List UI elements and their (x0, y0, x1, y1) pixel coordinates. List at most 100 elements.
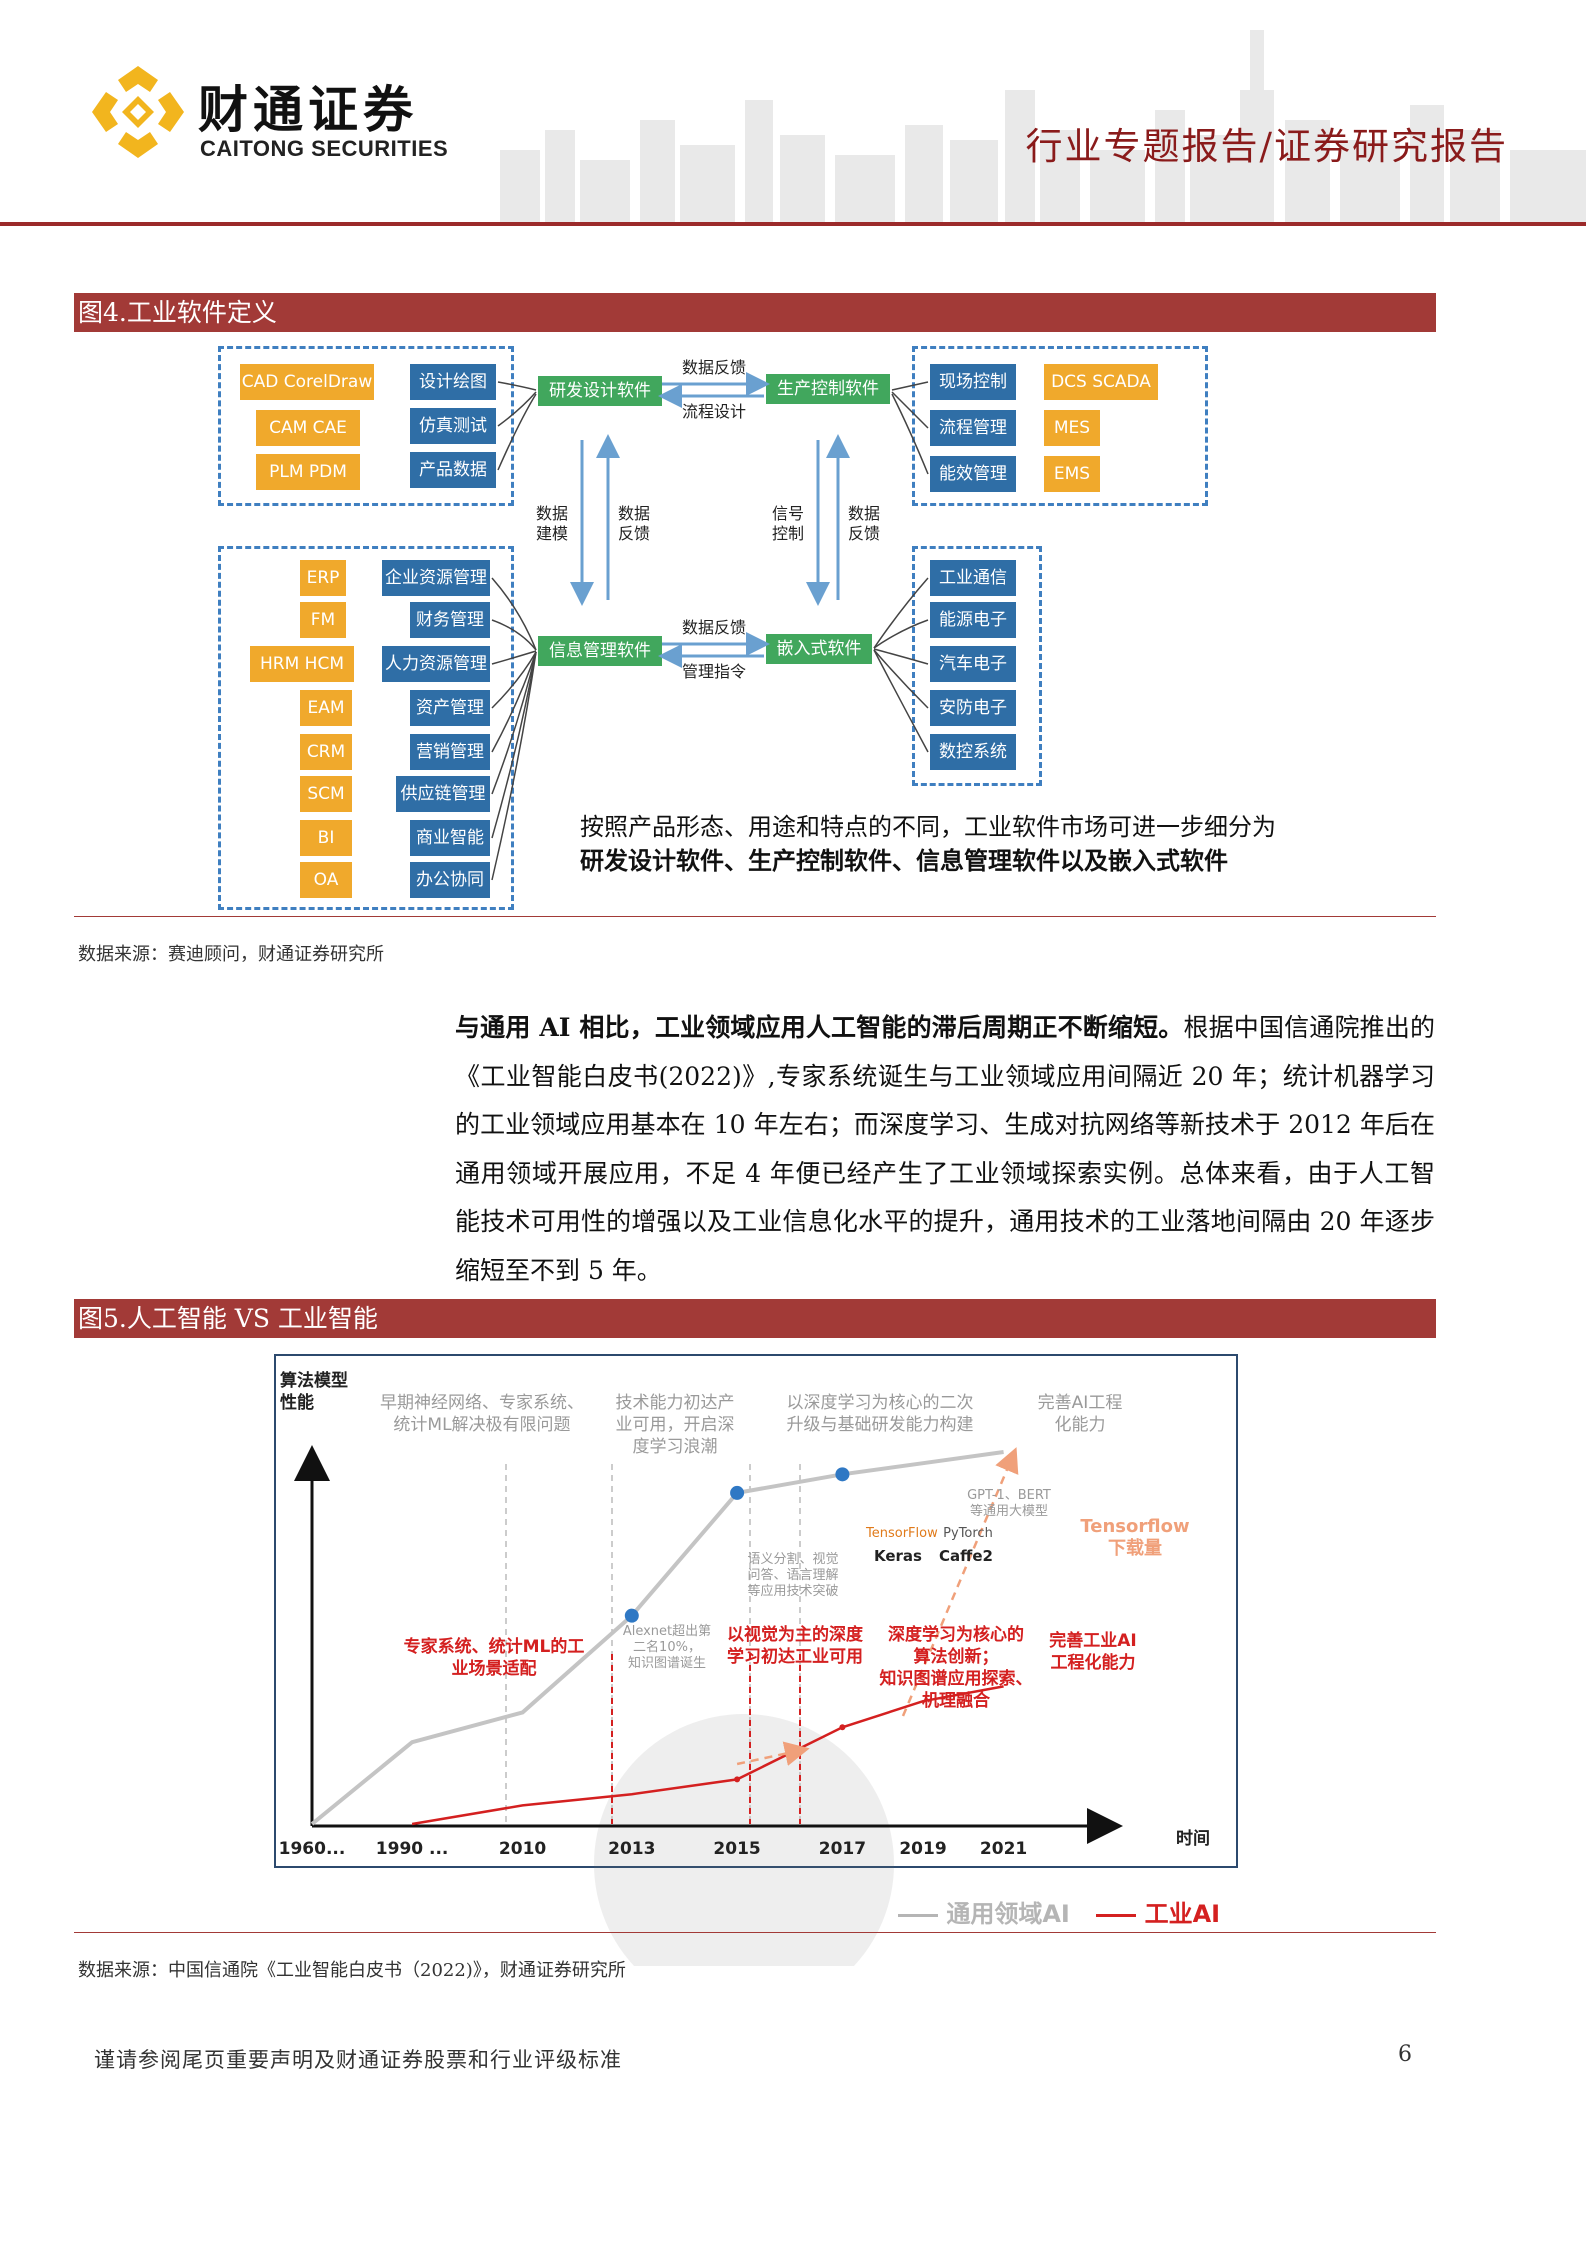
em-function-box: 安防电子 (930, 690, 1016, 726)
framework-label: PyTorch (943, 1526, 993, 1541)
em-function-box: 数控系统 (930, 734, 1016, 770)
im-function-box: 办公协同 (410, 862, 490, 898)
caption-line-bold: 研发设计软件、生产控制软件、信息管理软件以及嵌入式软件 (580, 847, 1228, 875)
em-function-box: 汽车电子 (930, 646, 1016, 682)
pc-function-box: 能效管理 (930, 456, 1016, 492)
link-label: 流程设计 (681, 402, 746, 421)
im-function-box: 商业智能 (410, 820, 490, 856)
link-label: 信号 控制 (771, 504, 804, 543)
rd-example-box: CAD CorelDraw (240, 364, 374, 400)
rd-software-box: 研发设计软件 (538, 376, 662, 406)
rd-example-box: PLM PDM (256, 454, 360, 490)
legend-label: 工业AI (1144, 1900, 1221, 1928)
im-example-box: FM (300, 602, 346, 638)
x-tick-label: 1960... (279, 1839, 346, 1859)
tensorflow-trend (901, 1447, 1019, 1717)
x-tick-label: 2021 (980, 1839, 1027, 1859)
brand-name-en: CAITONG SECURITIES (200, 136, 449, 161)
caption-line: 按照产品形态、用途和特点的不同，工业软件市场可进一步细分为 (580, 813, 1276, 841)
general-ai-point (624, 1608, 639, 1623)
industrial-ai-note: 专家系统、统计ML的工 业场景适配 (403, 1637, 585, 1679)
pc-example-box: DCS SCADA (1044, 364, 1158, 400)
figure5-source: 数据来源：中国信通院《工业智能白皮书（2022)》，财通证券研究所 (78, 1960, 626, 1981)
link-label: 数据反馈 (681, 358, 746, 377)
im-function-box: 供应链管理 (396, 776, 490, 812)
industrial-ai-point (839, 1724, 846, 1731)
paragraph-lead: 与通用 AI 相比，工业领域应用人工智能的滞后周期正不断缩短。 (455, 1013, 1184, 1042)
im-example-box: HRM HCM (250, 646, 354, 682)
framework-label: Caffe2 (939, 1547, 993, 1565)
im-function-box: 资产管理 (410, 690, 490, 726)
general-ai-note: 语义分割、视觉 问答、语言理解 等应用技术突破 (747, 1552, 839, 1599)
im-example-box: SCM (300, 776, 352, 812)
paragraph-body: 根据中国信通院推出的《工业智能白皮书(2022)》,专家系统诞生与工业领域应用间… (455, 1013, 1435, 1285)
header-divider (0, 222, 1586, 226)
chart-legend: 通用领域AI 工业AI (898, 1894, 1220, 1929)
x-tick-label: 2010 (499, 1839, 546, 1859)
caitong-logo (92, 66, 184, 158)
x-tick-label: 2015 (713, 1839, 760, 1859)
pc-function-box: 现场控制 (930, 364, 1016, 400)
link-label: 数据 建模 (535, 504, 568, 543)
industrial-ai-point (734, 1776, 741, 1783)
im-example-box: OA (300, 862, 352, 898)
pc-function-box: 流程管理 (930, 410, 1016, 446)
general-ai-line (310, 1450, 1004, 1826)
pc-example-box: MES (1044, 410, 1100, 446)
industrial-ai-note: 以视觉为主的深度 学习初达工业可用 (727, 1625, 863, 1667)
figure4-title: 图4.工业软件定义 (74, 293, 1436, 332)
report-type: 行业专题报告/证券研究报告 (1025, 125, 1508, 168)
figure4-bottom-rule (74, 916, 1436, 917)
im-function-box: 财务管理 (410, 602, 490, 638)
rd-function-box: 设计绘图 (410, 364, 496, 400)
em-function-box: 能源电子 (930, 602, 1016, 638)
pc-example-box: EMS (1044, 456, 1100, 492)
gear-watermark (594, 1714, 894, 1966)
im-function-box: 人力资源管理 (382, 646, 490, 682)
framework-label: Keras (874, 1547, 922, 1565)
x-tick-label: 2013 (608, 1839, 655, 1859)
page-header: 财通证券 CAITONG SECURITIES 行业专题报告/证券研究报告 (0, 0, 1586, 230)
phase-note: 技术能力初达产 业可用，开启深 度学习浪潮 (615, 1393, 735, 1457)
phase-note: 以深度学习为核心的二次 升级与基础研发能力构建 (786, 1393, 974, 1435)
x-axis-label: 时间 (1176, 1829, 1210, 1849)
city-skyline-decoration (500, 30, 1586, 222)
chart-frame (274, 1354, 1238, 1868)
link-label: 数据 反馈 (847, 504, 880, 543)
em-software-box: 嵌入式软件 (766, 634, 872, 664)
pc-software-box: 生产控制软件 (766, 374, 890, 404)
x-tick-label: 2017 (819, 1839, 866, 1859)
general-ai-note: Alexnet超出第 二名10%， 知识图谱诞生 (622, 1624, 712, 1671)
legend-swatch-industrial (1096, 1913, 1137, 1917)
phase-note: 早期神经网络、专家系统、 统计ML解决极有限问题 (380, 1393, 584, 1435)
rd-example-box: CAM CAE (256, 410, 360, 446)
page-number: 6 (1398, 2042, 1412, 2067)
link-label: 管理指令 (681, 662, 746, 681)
rd-function-box: 仿真测试 (410, 408, 496, 444)
brand-name-cn: 财通证券 (198, 81, 418, 139)
y-axis-label: 算法模型 性能 (280, 1371, 348, 1413)
figure4-source: 数据来源：赛迪顾问，财通证券研究所 (78, 944, 384, 965)
legend-swatch-general (898, 1913, 938, 1917)
im-example-box: EAM (300, 690, 352, 726)
em-function-box: 工业通信 (930, 560, 1016, 596)
industrial-ai-note: 深度学习为核心的 算法创新； 知识图谱应用探索、 机理融合 (879, 1625, 1033, 1711)
im-software-box: 信息管理软件 (538, 636, 662, 666)
framework-label: TensorFlow (866, 1526, 938, 1541)
im-example-box: BI (300, 820, 352, 856)
general-ai-point (835, 1467, 850, 1482)
general-ai-point (730, 1485, 745, 1500)
rd-function-box: 产品数据 (410, 452, 496, 488)
im-function-box: 营销管理 (410, 734, 490, 770)
body-paragraph: 与通用 AI 相比，工业领域应用人工智能的滞后周期正不断缩短。根据中国信通院推出… (455, 1004, 1435, 1295)
figure5-title: 图5.人工智能 VS 工业智能 (74, 1299, 1436, 1338)
legend-label: 通用领域AI (946, 1900, 1070, 1928)
x-tick-label: 2019 (899, 1839, 946, 1859)
im-function-box: 企业资源管理 (382, 560, 490, 596)
im-example-box: ERP (300, 560, 346, 596)
tensorflow-trend (736, 1741, 810, 1766)
phase-note: 完善AI工程 化能力 (1037, 1393, 1123, 1435)
figure4-caption: 按照产品形态、用途和特点的不同，工业软件市场可进一步细分为 研发设计软件、生产控… (580, 810, 1276, 878)
industrial-ai-note: 完善工业AI 工程化能力 (1049, 1631, 1137, 1673)
